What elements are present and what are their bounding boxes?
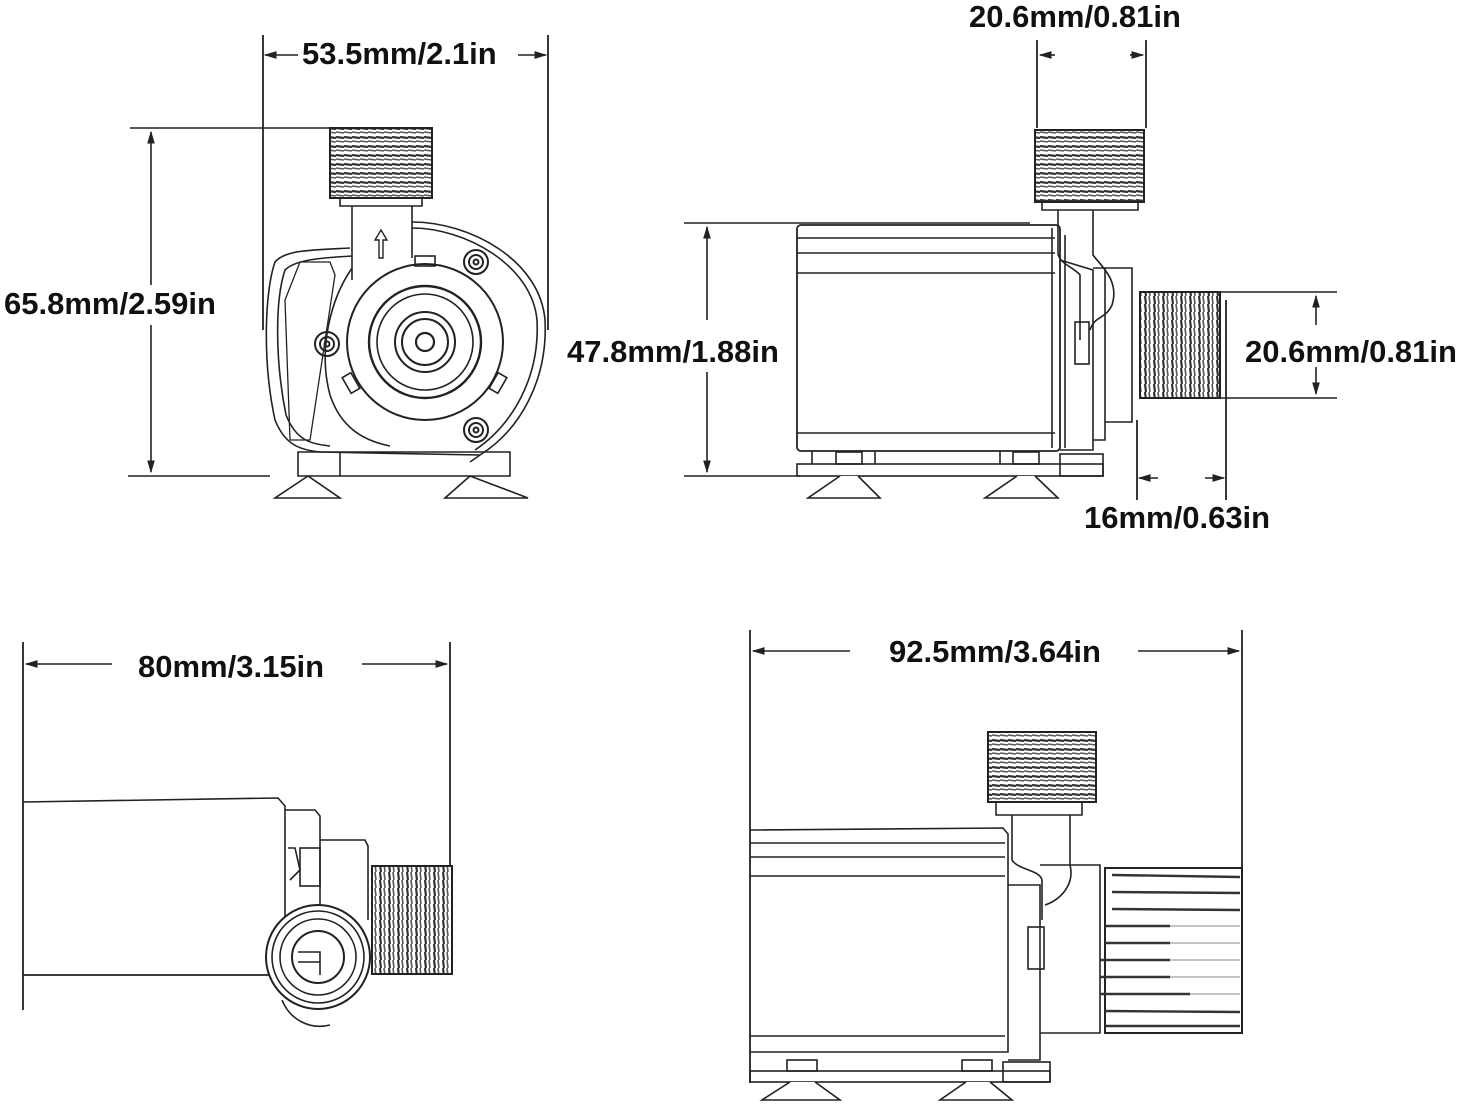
side-height-label: 47.8mm/1.88in: [565, 334, 781, 369]
side-inlet-diameter-label: 20.6mm/0.81in: [1243, 334, 1459, 369]
side-view: [684, 40, 1337, 500]
top-view: [22, 642, 453, 1027]
front-width-label: 53.5mm/2.1in: [300, 36, 499, 71]
front-height-label: 65.8mm/2.59in: [2, 286, 218, 321]
side-view-with-filter: [749, 630, 1243, 1101]
front-view: [128, 35, 549, 499]
side-inlet-length-label: 16mm/0.63in: [1082, 500, 1273, 535]
top-length-label: 80mm/3.15in: [136, 649, 327, 684]
side-outlet-diameter-label: 20.6mm/0.81in: [967, 0, 1183, 34]
filter-view-length-label: 92.5mm/3.64in: [887, 634, 1103, 669]
